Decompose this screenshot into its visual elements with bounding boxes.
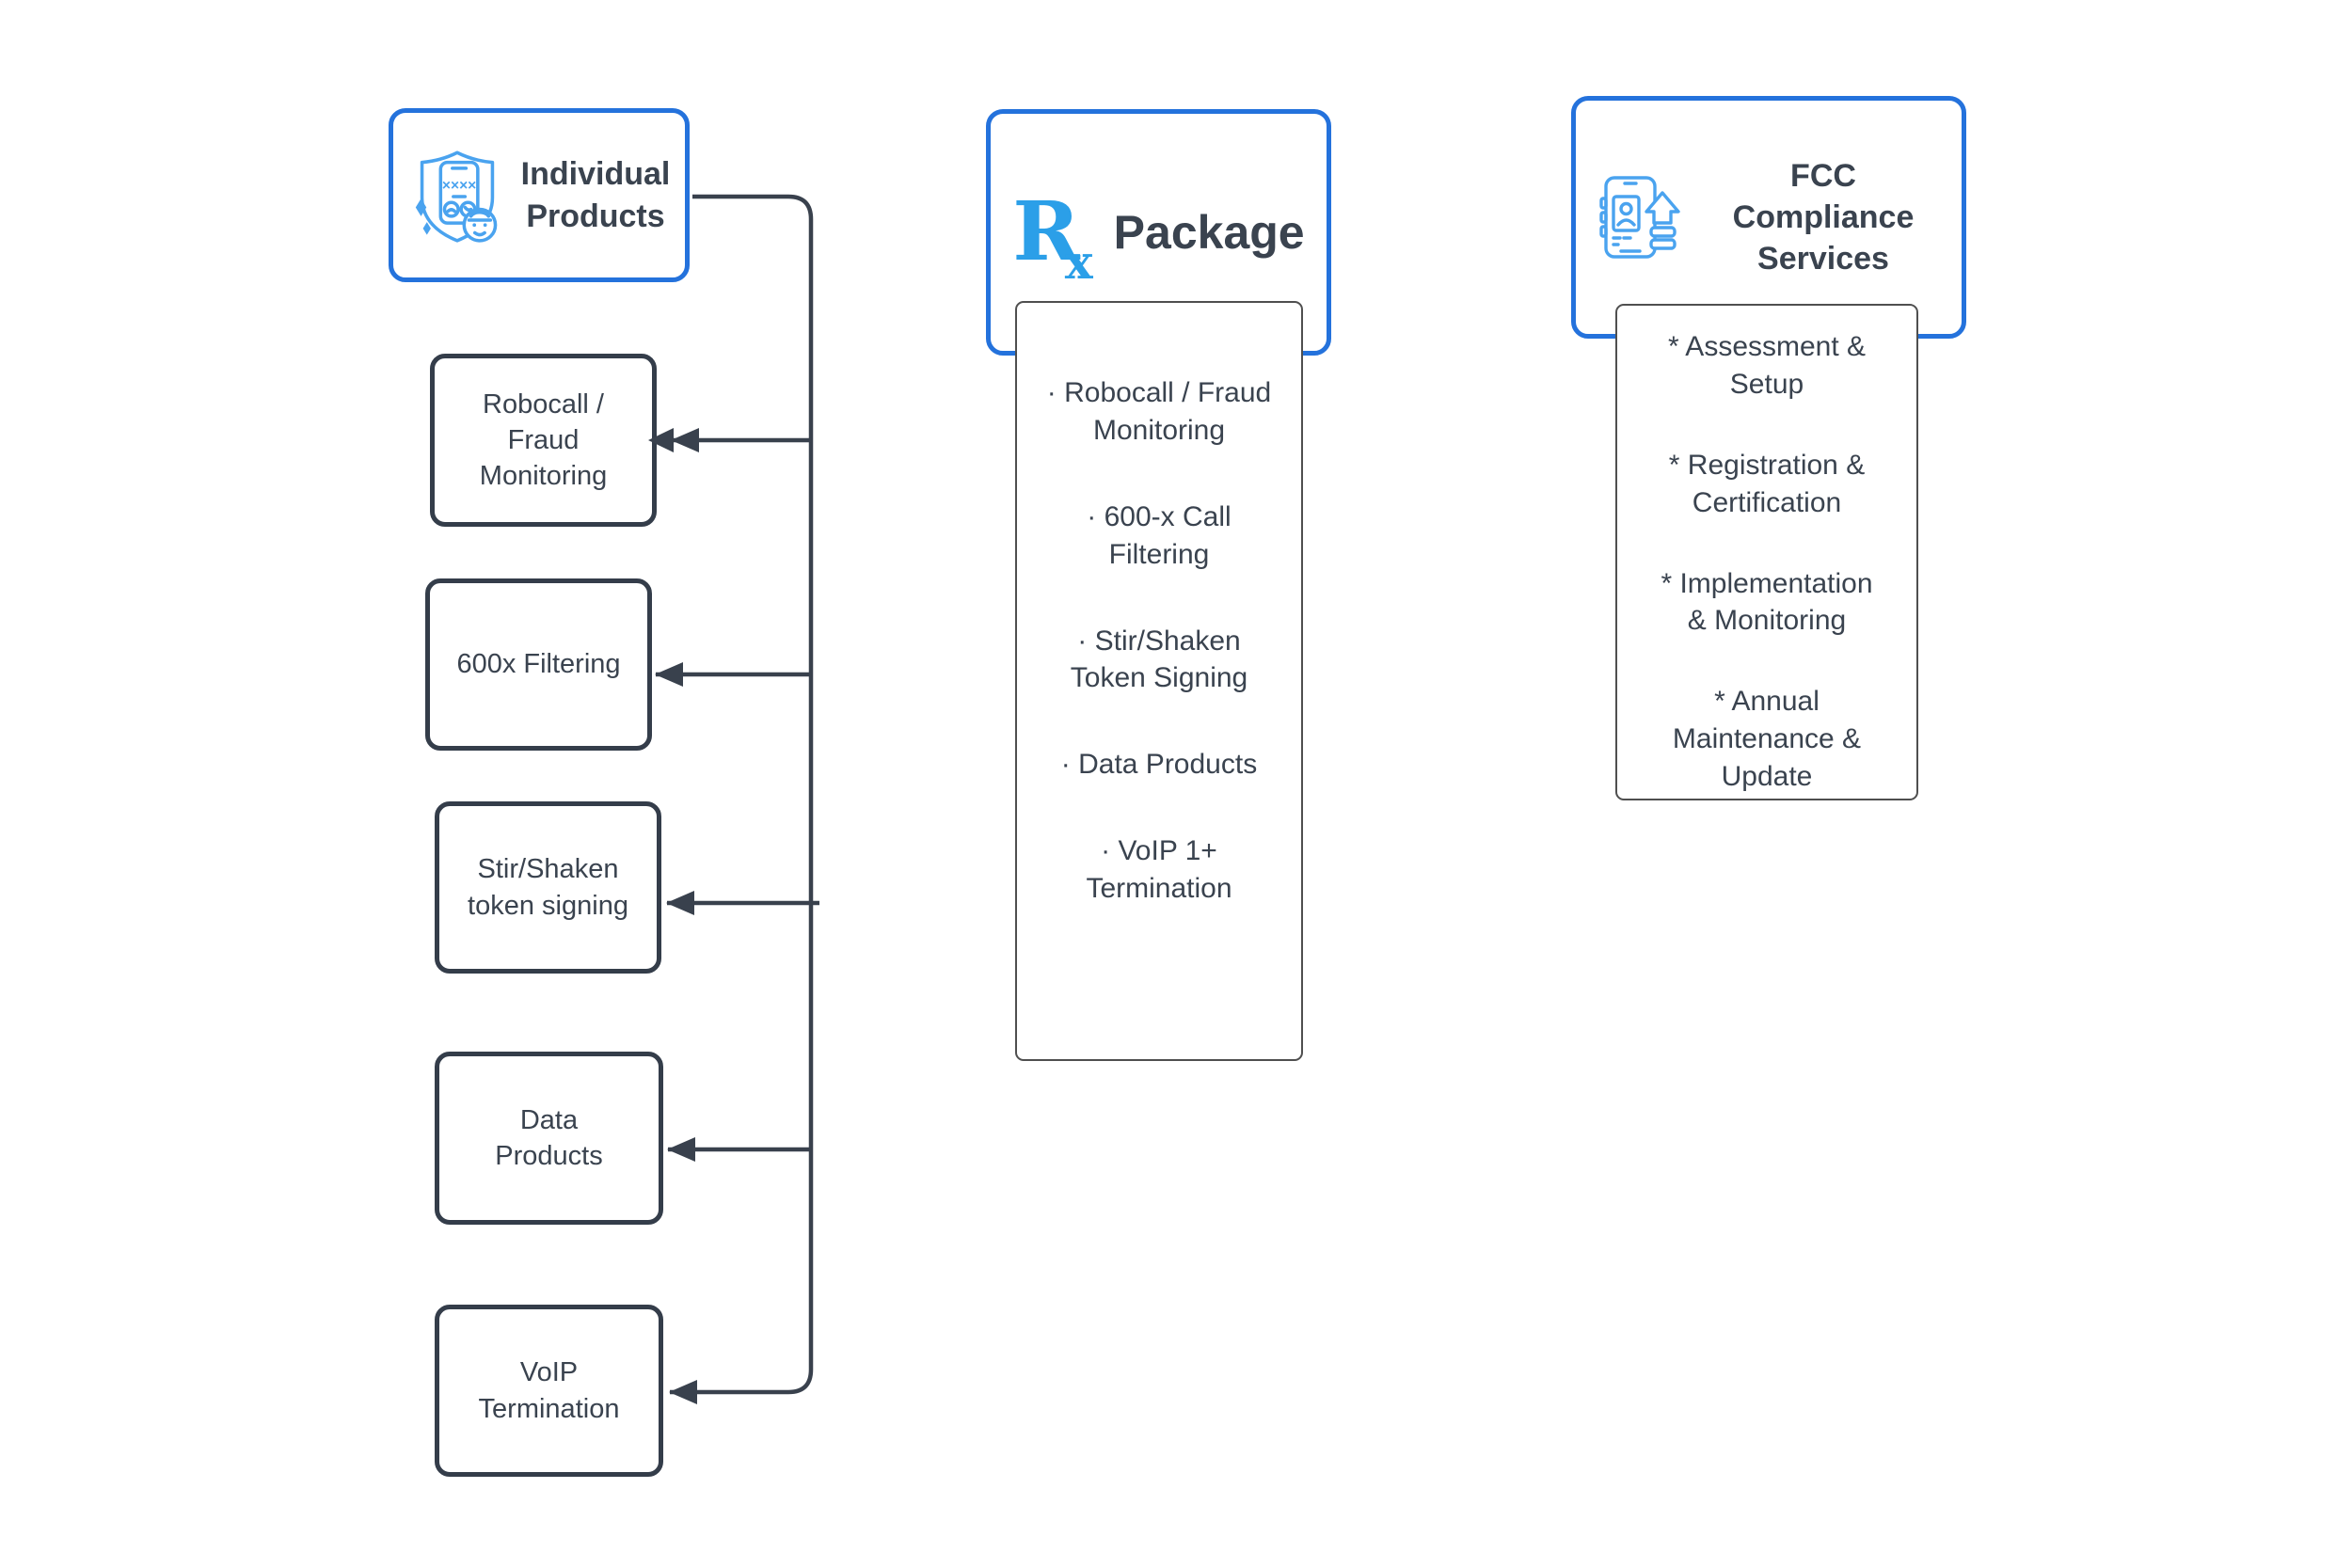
package-item: · Data Products (1060, 749, 1258, 781)
product-box-600x-filtering: 600x Filtering (425, 578, 652, 751)
compliance-phone-upload-icon (1599, 176, 1680, 259)
fcc-item: * Implementation & Monitoring (1661, 567, 1873, 637)
package-items-box: · Robocall / Fraud Monitoring · 600-x Ca… (1015, 301, 1303, 1061)
package-item: · Stir/Shaken Token Signing (1070, 625, 1248, 694)
product-box-voip-termination: VoIP Termination (435, 1305, 663, 1477)
svg-text:××××: ×××× (442, 177, 476, 193)
fcc-items-box: * Assessment & Setup * Registration & Ce… (1615, 304, 1918, 800)
product-box-robocall-fraud-monitoring: Robocall / Fraud Monitoring (430, 354, 657, 527)
fcc-item: * Annual Maintenance & Update (1672, 686, 1862, 793)
product-box-stir-shaken-token-signing: Stir/Shaken token signing (435, 801, 661, 974)
product-label: Data Products (495, 1104, 603, 1171)
product-label: 600x Filtering (456, 649, 621, 680)
product-box-data-products: Data Products (435, 1052, 663, 1225)
product-label: Robocall / Fraud Monitoring (479, 388, 608, 492)
product-label: Stir/Shaken token signing (468, 854, 628, 921)
individual-products-title: Individual Products (520, 156, 671, 234)
connector-trunk (669, 194, 814, 1404)
product-label: VoIP Termination (478, 1357, 620, 1424)
package-item: · 600-x Call Filtering (1087, 500, 1232, 570)
fcc-item: * Assessment & Setup (1667, 331, 1867, 400)
fcc-compliance-header: FCC Compliance Services (1571, 96, 1966, 339)
fraud-shield-phone-icon: ×××× (415, 150, 497, 243)
package-item: · VoIP 1+ Termination (1086, 835, 1232, 905)
package-title: Package (1113, 206, 1305, 259)
rx-prescription-icon: Rx (1012, 184, 1093, 290)
individual-products-header: ×××× Individual Products (389, 108, 690, 282)
fcc-item: * Registration & Certification (1668, 449, 1866, 518)
fcc-title: FCC Compliance Services (1732, 157, 1915, 277)
package-item: · Robocall / Fraud Monitoring (1046, 377, 1272, 446)
